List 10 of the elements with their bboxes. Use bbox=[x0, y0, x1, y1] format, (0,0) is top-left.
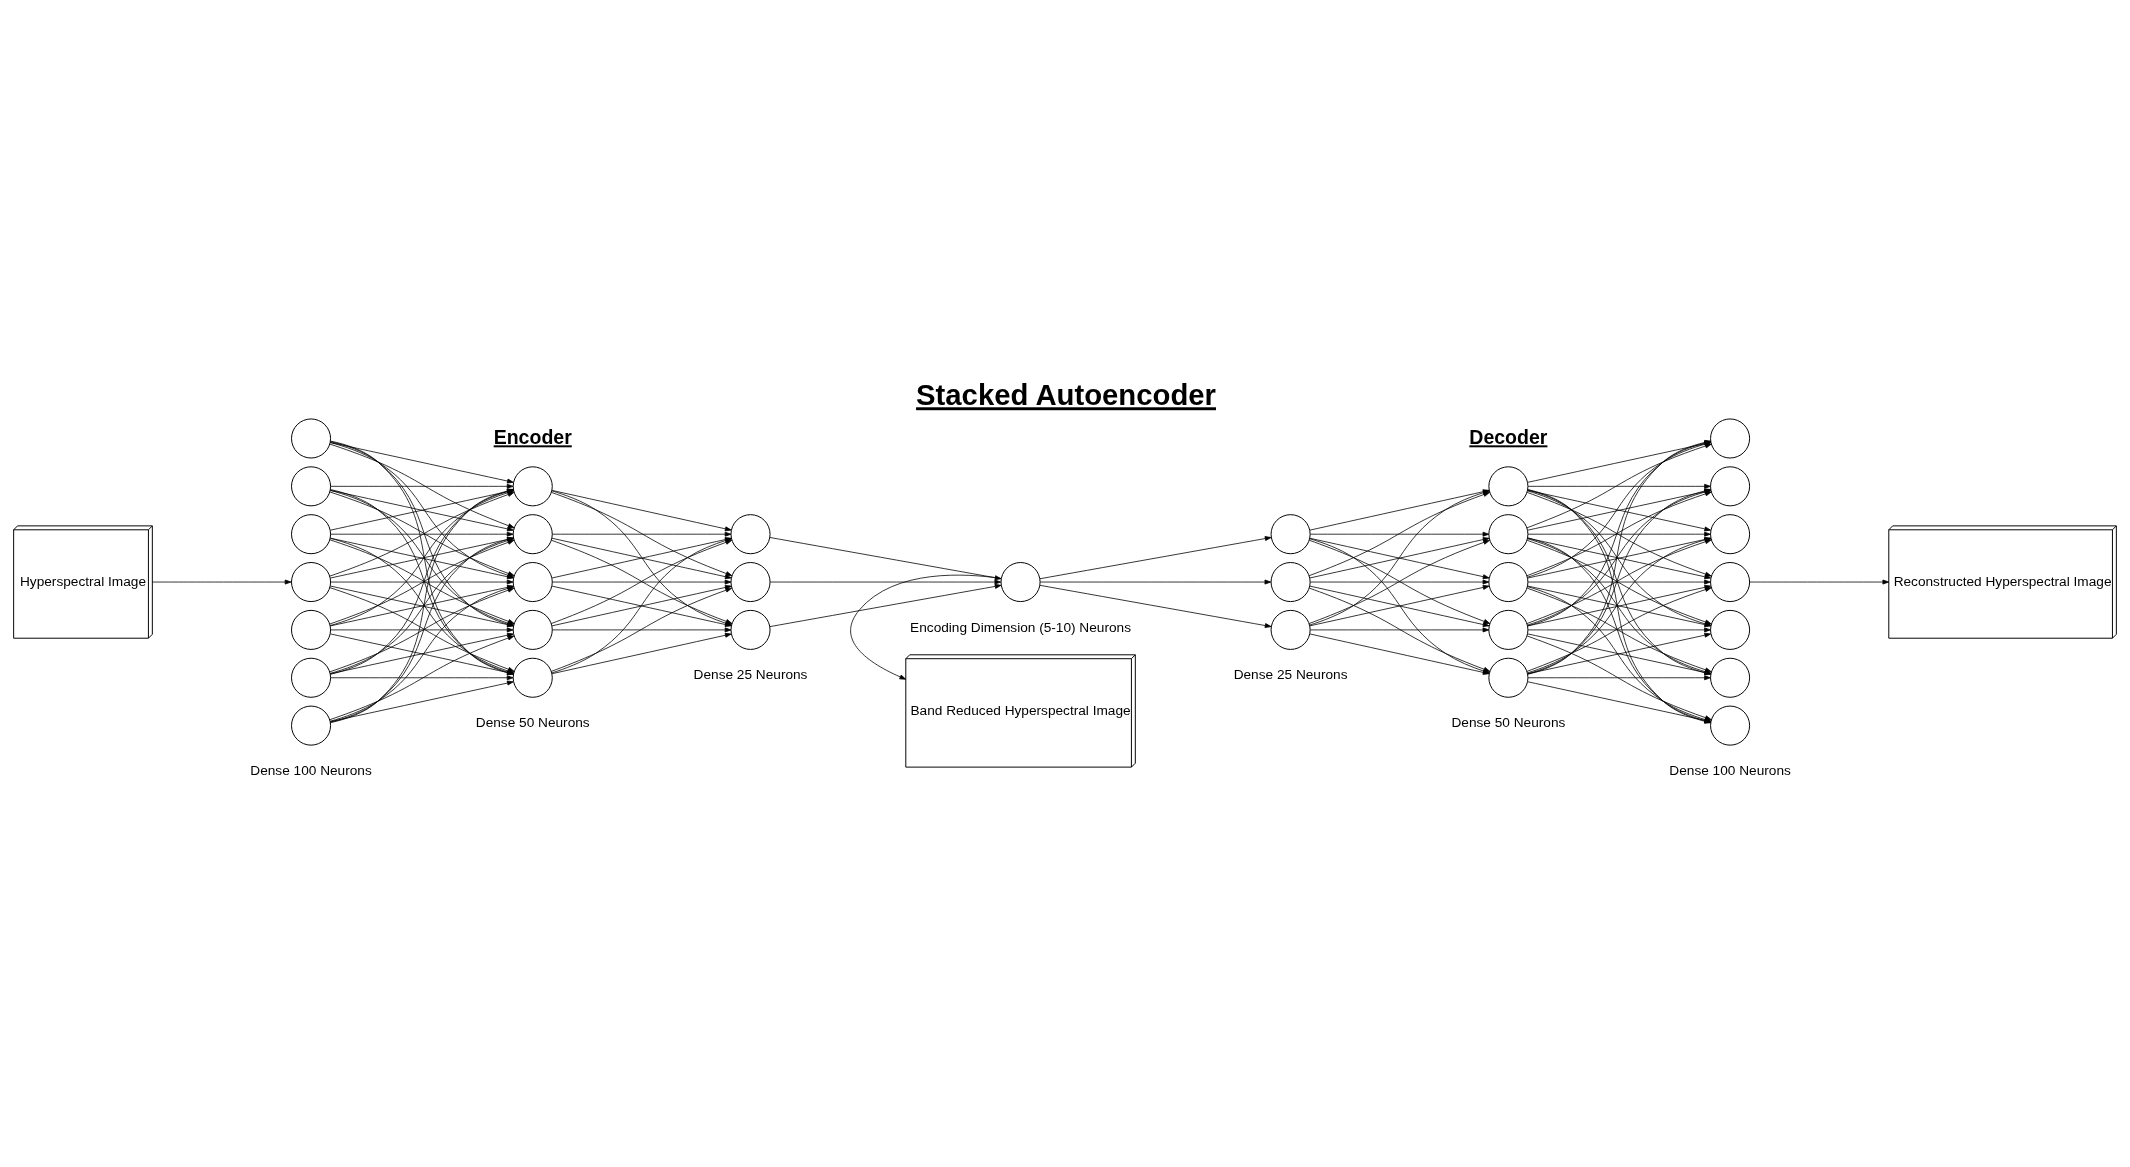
label: Dense 25 Neurons bbox=[1233, 666, 1348, 682]
node-label: Encoding Dimension (5-10) Neurons bbox=[910, 619, 1132, 635]
label: Dense 25 Neurons bbox=[693, 666, 808, 682]
diagram-title: Stacked Autoencoder bbox=[916, 377, 1216, 411]
label: Decoder bbox=[1469, 425, 1548, 448]
label: Dense 100 Neurons bbox=[250, 762, 372, 778]
label: Dense 50 Neurons bbox=[1451, 714, 1566, 730]
label: Encoder bbox=[493, 425, 572, 448]
label: Dense 100 Neurons bbox=[1669, 762, 1791, 778]
label: Dense 50 Neurons bbox=[475, 714, 590, 730]
